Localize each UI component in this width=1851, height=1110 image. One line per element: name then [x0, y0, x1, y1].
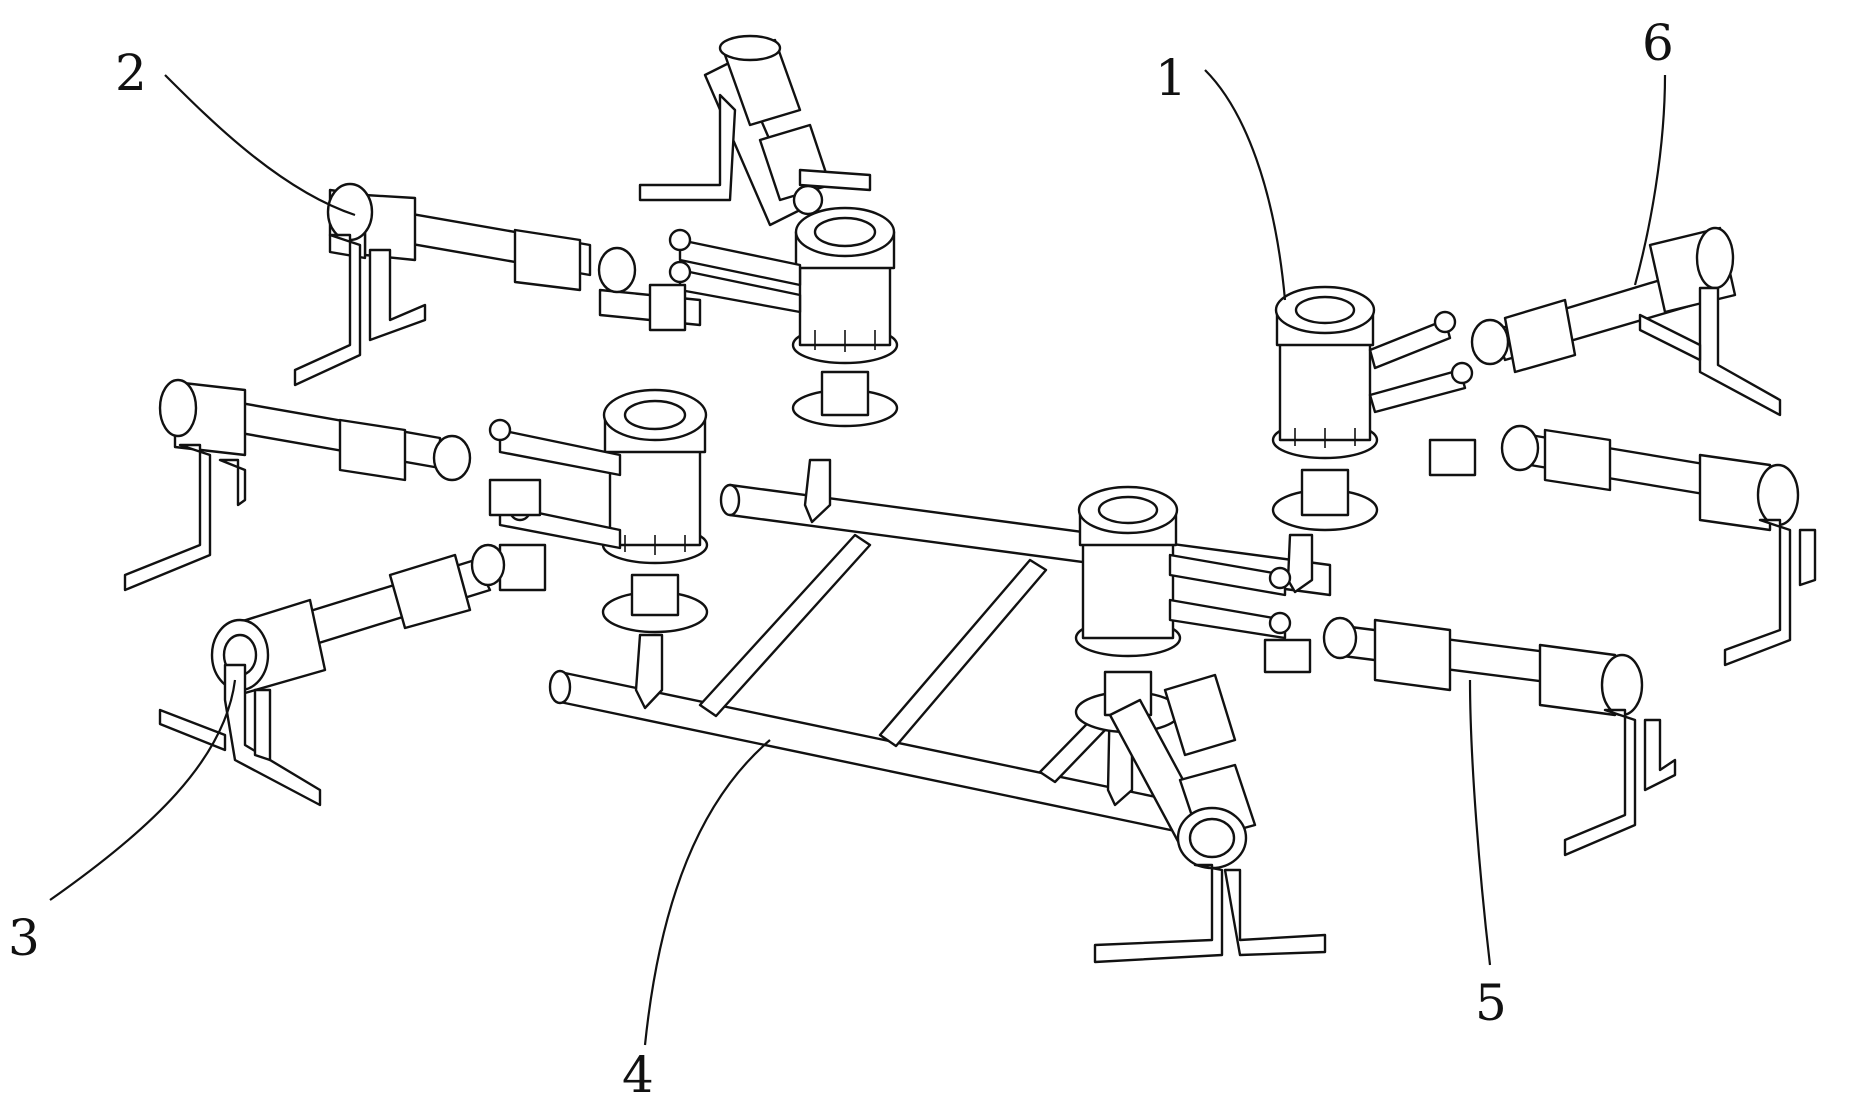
column-1: [1271, 285, 1379, 532]
cylinder-back-top: [638, 34, 872, 227]
cylinder-right-middle: [1500, 424, 1817, 667]
leader-1: [1204, 69, 1287, 301]
leader-4: [643, 739, 771, 1046]
label-1: 1: [1155, 49, 1187, 107]
label-5: 5: [1475, 974, 1507, 1032]
linkage-back: [598, 228, 802, 332]
column-back-center: [791, 206, 899, 428]
cylinder-front-bottom: [1093, 673, 1327, 964]
linkage-left: [488, 418, 622, 592]
leader-5: [1468, 679, 1492, 966]
label-4: 4: [622, 1046, 654, 1104]
cylinder-3: [158, 543, 506, 807]
cylinder-5: [1322, 616, 1677, 857]
leader-3: [49, 679, 237, 901]
label-2: 2: [115, 44, 147, 102]
linkage-right-back: [1368, 310, 1477, 477]
cylinder-left-back: [123, 378, 472, 592]
cylinder-6: [1470, 226, 1782, 417]
leader-2: [164, 74, 356, 217]
cylinder-2: [293, 182, 637, 387]
leader-lines: [49, 69, 1667, 1046]
linkage-front-right: [1168, 553, 1312, 674]
label-3: 3: [8, 909, 40, 967]
leader-6: [1633, 74, 1667, 286]
label-6: 6: [1642, 14, 1674, 72]
column-front-right: [1074, 485, 1182, 734]
column-left: [601, 388, 709, 634]
